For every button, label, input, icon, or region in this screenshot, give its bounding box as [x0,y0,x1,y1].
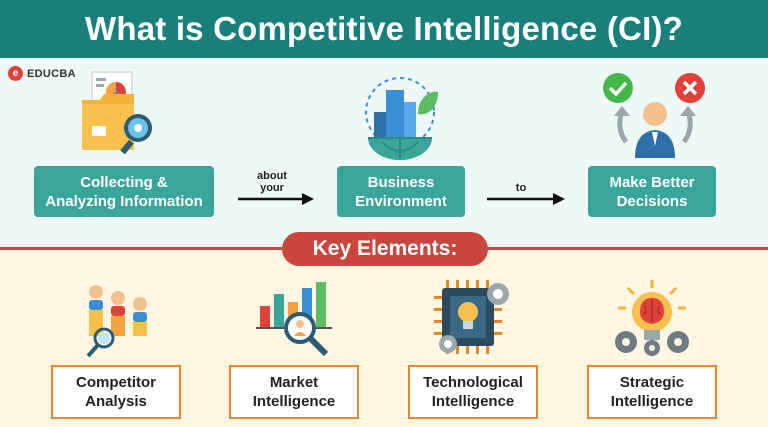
flow-step-line1: Business [367,173,435,191]
element-line2: Intelligence [431,393,515,410]
folder-report-icon [82,71,152,155]
connector-line1: to [515,182,527,194]
flow-step-decisions: Make Better Decisions [588,166,716,217]
title-bar: What is Competitive Intelligence (CI)? [0,0,768,58]
connector-label-to: to [496,182,546,194]
element-line2: Intelligence [610,393,694,410]
globe-city-icon [365,77,438,160]
page-title: What is Competitive Intelligence (CI)? [85,10,683,47]
element-market-intelligence: Market Intelligence [229,365,359,419]
person-decision-icon [603,73,705,158]
element-competitor-analysis: Competitor Analysis [51,365,181,419]
flow-step-line2: Environment [355,192,447,210]
connector-line1: about [257,170,287,182]
element-line1: Market [269,374,319,391]
competitor-analysis-icon [86,285,147,358]
chip-bulb-icon [434,280,509,354]
connector-label-about-your: about your [242,170,302,194]
element-line2: Intelligence [252,393,336,410]
key-elements-heading: Key Elements: [282,232,488,266]
arrow-right-icon [238,193,314,205]
flow-step-collecting: Collecting & Analyzing Information [34,166,214,217]
brand-mark: e [8,66,23,81]
brand-name: EDUCBA [27,67,76,80]
element-line1: Strategic [619,374,685,391]
brain-gears-icon [615,280,689,356]
connector-line2: your [260,182,284,194]
element-line1: Technological [423,374,523,391]
flow-step-line2: Decisions [616,192,688,210]
element-technological-intelligence: Technological Intelligence [408,365,538,419]
flow-step-line2: Analyzing Information [45,192,203,210]
element-strategic-intelligence: Strategic Intelligence [587,365,717,419]
brand-logo: e EDUCBA [8,66,76,81]
arrow-right-icon [487,193,565,205]
market-chart-icon [256,282,332,357]
element-line2: Analysis [85,393,147,410]
flow-step-business: Business Environment [337,166,465,217]
element-line1: Competitor [76,374,156,391]
flow-step-line1: Make Better [609,173,695,191]
flow-step-line1: Collecting & [80,173,168,191]
